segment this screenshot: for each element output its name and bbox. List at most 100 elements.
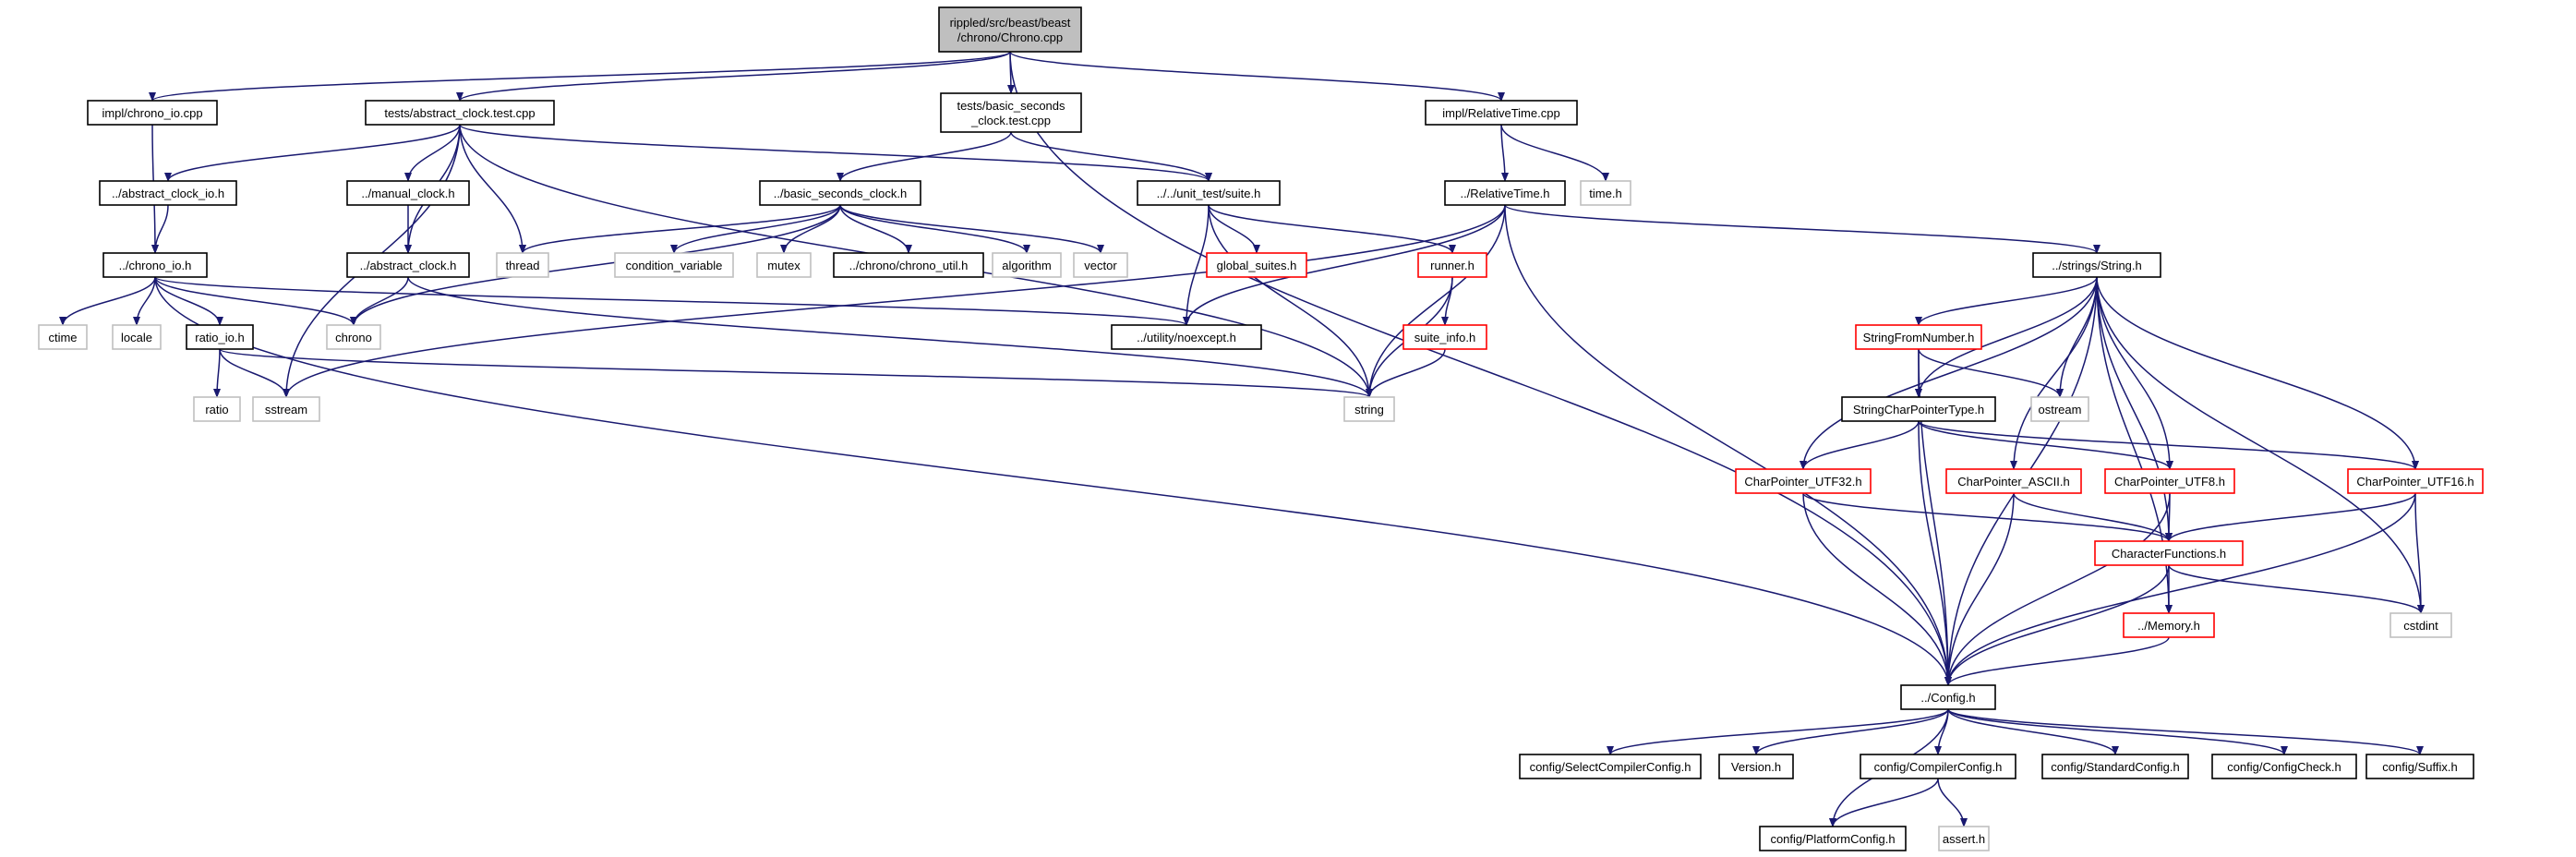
node-memory-h[interactable]: ../Memory.h — [2123, 612, 2215, 638]
node-label: runner.h — [1430, 259, 1475, 272]
node-strings-string-h[interactable]: ../strings/String.h — [2032, 252, 2161, 278]
node-abstract-clock-test[interactable]: tests/abstract_clock.test.cpp — [365, 100, 555, 126]
node-charpointer-ascii-h[interactable]: CharPointer_ASCII.h — [1945, 468, 2082, 494]
dependency-edge-charpointer_utf32_h-to-config_h — [1802, 492, 1952, 686]
dependency-edge-suite_h-to-global_suites_h — [1208, 204, 1260, 254]
node-label: _clock.test.cpp — [970, 114, 1051, 127]
node-chrono-io-cpp[interactable]: impl/chrono_io.cpp — [87, 100, 218, 126]
node-ctime: ctime — [38, 324, 88, 350]
node-label: global_suites.h — [1217, 259, 1297, 272]
dependency-edge-chrono_io_h-to-config_h — [154, 276, 1952, 686]
node-selectcompilerconfig-h[interactable]: config/SelectCompilerConfig.h — [1519, 754, 1702, 779]
dependency-edge-stringcharpointertype_h-to-charpointer_utf8_h — [1918, 420, 2173, 470]
node-noexcept-h[interactable]: ../utility/noexcept.h — [1111, 324, 1262, 350]
node-configcheck-h[interactable]: config/ConfigCheck.h — [2211, 754, 2357, 779]
node-box — [87, 100, 218, 126]
node-runner-h[interactable]: runner.h — [1417, 252, 1487, 278]
dependency-edge-basic_seconds_clock_h-to-thread — [519, 204, 841, 254]
node-stringfromnumber-h[interactable]: StringFromNumber.h — [1855, 324, 1982, 350]
dependency-edge-charpointer_utf16_h-to-characterfunctions_h — [2165, 492, 2416, 542]
node-box — [1425, 100, 1578, 126]
node-standardconfig-h[interactable]: config/StandardConfig.h — [2041, 754, 2189, 779]
dependency-edge-relativetime_h-to-noexcept_h — [1183, 204, 1506, 326]
node-label: config/CompilerConfig.h — [1874, 760, 2003, 774]
node-compilerconfig-h[interactable]: config/CompilerConfig.h — [1860, 754, 2016, 779]
dependency-edge-ratio_io_h-to-sstream — [219, 348, 290, 398]
node-box — [2041, 754, 2189, 779]
dependency-edge-memory_h-to-config_h — [1944, 636, 2170, 686]
node-label: ../Memory.h — [2137, 619, 2200, 633]
node-root[interactable]: rippled/src/beast/beast/chrono/Chrono.cp… — [938, 6, 1082, 53]
node-assert-h: assert.h — [1938, 826, 1990, 851]
node-chrono-util-h[interactable]: ../chrono/chrono_util.h — [833, 252, 984, 278]
node-label: /chrono/Chrono.cpp — [957, 30, 1063, 44]
dependency-edge-strings_string_h-to-stringfromnumber_h — [1915, 276, 2098, 326]
dependency-edge-root-to-chrono_io_cpp — [149, 51, 1011, 102]
node-label: ctime — [48, 331, 77, 344]
dependency-edge-basic_seconds_test-to-suite_h — [1010, 131, 1212, 182]
dependency-edge-chrono_io_h-to-noexcept_h — [154, 276, 1190, 326]
node-label: Version.h — [1731, 760, 1781, 774]
node-layer: rippled/src/beast/beast/chrono/Chrono.cp… — [38, 6, 2484, 851]
node-box — [940, 92, 1082, 133]
node-abstract-clock-io-h[interactable]: ../abstract_clock_io.h — [99, 180, 237, 206]
node-label: CharPointer_ASCII.h — [1957, 475, 2069, 489]
node-abstract-clock-h[interactable]: ../abstract_clock.h — [346, 252, 470, 278]
node-label: tests/abstract_clock.test.cpp — [384, 106, 535, 120]
node-vector: vector — [1073, 252, 1128, 278]
dependency-edge-basic_seconds_clock_h-to-chrono — [350, 204, 841, 326]
node-box — [1580, 180, 1631, 206]
dependency-edge-abstract_clock_test-to-manual_clock_h — [404, 124, 461, 182]
node-label: config/SelectCompilerConfig.h — [1530, 760, 1691, 774]
dependency-edge-ratio_io_h-to-string — [219, 348, 1373, 398]
node-label: StringCharPointerType.h — [1853, 403, 1984, 416]
node-label: ../abstract_clock.h — [360, 259, 457, 272]
dependency-edge-basic_seconds_clock_h-to-mutex — [780, 204, 841, 254]
node-mutex: mutex — [756, 252, 812, 278]
dependency-edge-charpointer_utf16_h-to-cstdint — [2414, 492, 2425, 614]
node-label: config/ConfigCheck.h — [2227, 760, 2341, 774]
node-box — [1735, 468, 1872, 494]
node-version-h[interactable]: Version.h — [1718, 754, 1794, 779]
node-charpointer-utf16-h[interactable]: CharPointer_UTF16.h — [2347, 468, 2484, 494]
node-label: ostream — [2039, 403, 2082, 416]
dependency-edge-strings_string_h-to-charpointer_utf16_h — [2096, 276, 2419, 470]
node-suite-info-h[interactable]: suite_info.h — [1402, 324, 1487, 350]
node-label: ratio — [205, 403, 228, 416]
node-suite-h[interactable]: ../../unit_test/suite.h — [1137, 180, 1281, 206]
node-manual-clock-h[interactable]: ../manual_clock.h — [346, 180, 470, 206]
node-label: ../chrono/chrono_util.h — [849, 259, 969, 272]
node-characterfunctions-h[interactable]: CharacterFunctions.h — [2094, 540, 2244, 566]
node-global-suites-h[interactable]: global_suites.h — [1206, 252, 1307, 278]
node-label: algorithm — [1002, 259, 1051, 272]
dependency-edge-config_h-to-standardconfig_h — [1947, 708, 2119, 755]
node-suffix-h[interactable]: config/Suffix.h — [2365, 754, 2474, 779]
node-label: ../abstract_clock_io.h — [112, 187, 224, 200]
node-chrono: chrono — [326, 324, 381, 350]
node-box — [614, 252, 734, 278]
node-box — [252, 396, 320, 422]
node-platformconfig-h[interactable]: config/PlatformConfig.h — [1759, 826, 1907, 851]
node-label: impl/RelativeTime.cpp — [1442, 106, 1559, 120]
node-basic-seconds-test[interactable]: tests/basic_seconds_clock.test.cpp — [940, 92, 1082, 133]
dependency-edge-relativetime_cpp-to-time_h — [1500, 124, 1609, 182]
node-box — [1519, 754, 1702, 779]
node-box — [2123, 612, 2215, 638]
dependency-edge-relativetime_h-to-config_h — [1504, 204, 1952, 686]
node-basic-seconds-clock-h[interactable]: ../basic_seconds_clock.h — [759, 180, 921, 206]
node-stringcharpointertype-h[interactable]: StringCharPointerType.h — [1841, 396, 1996, 422]
node-box — [2094, 540, 2244, 566]
node-relativetime-h[interactable]: ../RelativeTime.h — [1444, 180, 1566, 206]
node-chrono-io-h[interactable]: ../chrono_io.h — [102, 252, 208, 278]
dependency-edge-root-to-abstract_clock_test — [456, 51, 1011, 102]
dependency-edge-charpointer_ascii_h-to-characterfunctions_h — [2013, 492, 2173, 542]
node-charpointer-utf32-h[interactable]: CharPointer_UTF32.h — [1735, 468, 1872, 494]
node-box — [186, 324, 254, 350]
node-config-h[interactable]: ../Config.h — [1900, 684, 1996, 710]
node-ratio-io-h[interactable]: ratio_io.h — [186, 324, 254, 350]
node-charpointer-utf8-h[interactable]: CharPointer_UTF8.h — [2104, 468, 2235, 494]
node-relativetime-cpp[interactable]: impl/RelativeTime.cpp — [1425, 100, 1578, 126]
dependency-edge-abstract_clock_test-to-suite_h — [459, 124, 1212, 182]
dependency-edge-abstract_clock_test-to-thread — [459, 124, 526, 254]
